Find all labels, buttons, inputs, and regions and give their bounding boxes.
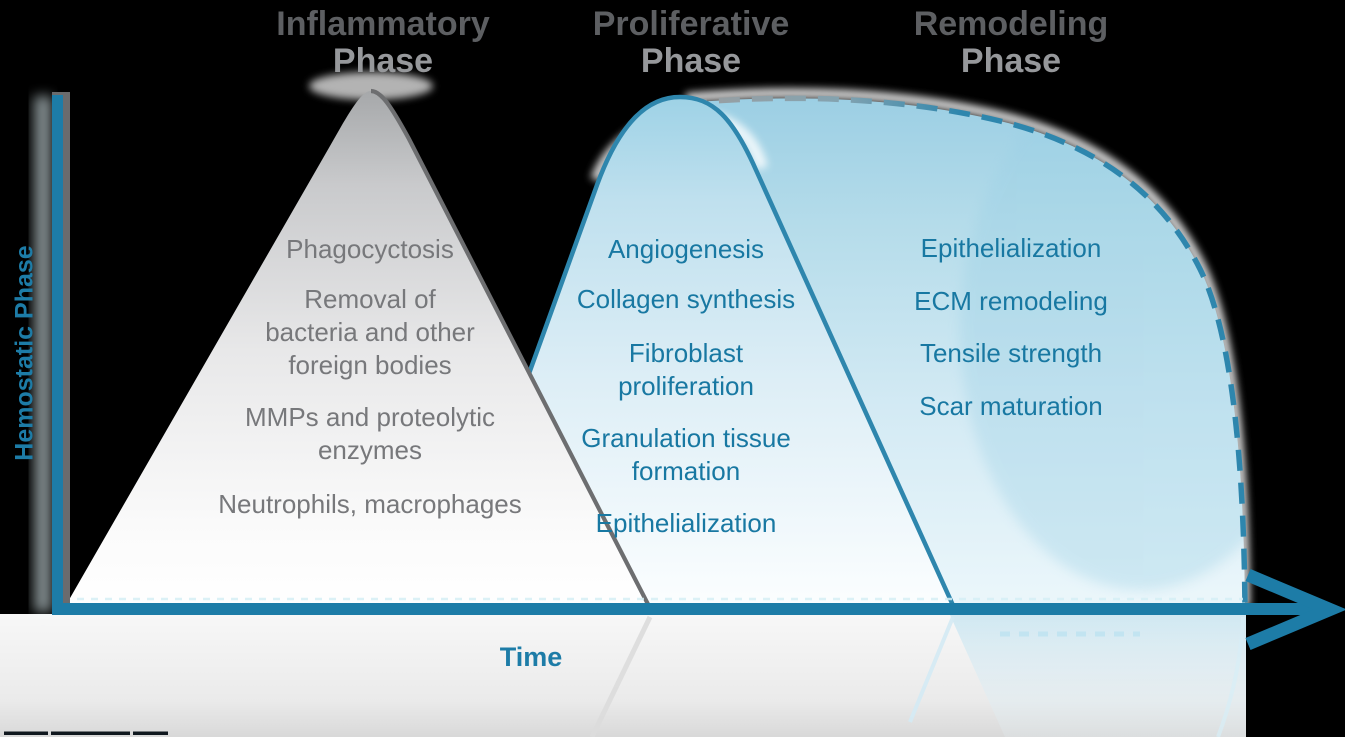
phase-title: Inflammatory — [276, 5, 490, 43]
list-item: Neutrophils, macrophages — [150, 488, 590, 521]
item-line: Removal of — [304, 284, 436, 314]
item-line: Epithelialization — [920, 233, 1102, 263]
phase-title: Remodeling — [913, 5, 1109, 43]
x-axis — [52, 603, 1320, 615]
item-line: Angiogenesis — [607, 234, 765, 264]
list-item: ECM remodeling — [811, 285, 1211, 318]
item-line: proliferation — [618, 371, 754, 401]
list-item: Tensile strength — [811, 337, 1211, 370]
list-item: Phagocyctosis — [150, 233, 590, 266]
item-line: Collagen synthesis — [576, 284, 796, 314]
y-axis-cap — [52, 92, 70, 97]
list-item: Epithelialization — [486, 507, 886, 540]
inflammatory-item-list: Phagocyctosis Removal of bacteria and ot… — [150, 233, 590, 521]
proliferative-item-list: Angiogenesis Collagen synthesis Fibrobla… — [486, 233, 886, 540]
remodeling-item-list: Epithelialization ECM remodeling Tensile… — [811, 232, 1211, 423]
item-line: MMPs and proteolytic — [245, 402, 495, 432]
list-item: Epithelialization — [811, 232, 1211, 265]
y-axis-label: Hemostatic Phase — [10, 245, 39, 461]
phase-subtitle: Phase — [960, 42, 1062, 80]
item-line: enzymes — [317, 435, 423, 465]
phase-subtitle: Phase — [640, 42, 742, 80]
list-item: MMPs and proteolytic enzymes — [150, 401, 590, 467]
x-axis-arrow-icon — [1245, 569, 1345, 650]
item-line: Epithelialization — [595, 508, 777, 538]
y-axis-glow — [34, 96, 52, 612]
phase-title: Proliferative — [592, 5, 790, 43]
phase-header-remodeling: Remodeling Phase — [841, 6, 1181, 80]
list-item: Collagen synthesis — [486, 283, 886, 316]
axis-reflection — [0, 614, 1246, 737]
y-axis — [52, 95, 63, 612]
item-line: foreign bodies — [288, 350, 452, 380]
phase-header-inflammatory: Inflammatory Phase — [213, 6, 553, 80]
inflammatory-fill — [62, 91, 652, 612]
axes — [34, 92, 1345, 650]
list-item: Angiogenesis — [486, 233, 886, 266]
list-item: Fibroblast proliferation — [486, 337, 886, 403]
inflammatory-glow — [309, 72, 433, 100]
item-line: Phagocyctosis — [286, 234, 454, 264]
y-axis-shadow — [63, 92, 70, 613]
list-item: Scar maturation — [811, 390, 1211, 423]
remodeling-glow — [685, 88, 1250, 608]
list-item: Granulation tissue formation — [486, 422, 886, 488]
inflammatory-curve — [62, 72, 654, 613]
x-axis-label: Time — [499, 642, 563, 672]
item-line: ECM remodeling — [914, 286, 1108, 316]
bottom-edge-marks — [4, 731, 168, 735]
item-line: formation — [631, 456, 741, 486]
item-line: bacteria and other — [265, 317, 475, 347]
item-line: Scar maturation — [919, 391, 1103, 421]
inflammatory-outline — [370, 88, 654, 613]
phase-subtitle: Phase — [332, 42, 434, 80]
item-line: Tensile strength — [919, 338, 1103, 368]
phase-header-proliferative: Proliferative Phase — [521, 6, 861, 80]
proliferative-outline — [440, 94, 959, 613]
list-item: Removal of bacteria and other foreign bo… — [150, 283, 590, 382]
item-line: Granulation tissue — [581, 423, 791, 453]
item-line: Neutrophils, macrophages — [218, 489, 522, 519]
item-line: Fibroblast — [628, 338, 744, 368]
